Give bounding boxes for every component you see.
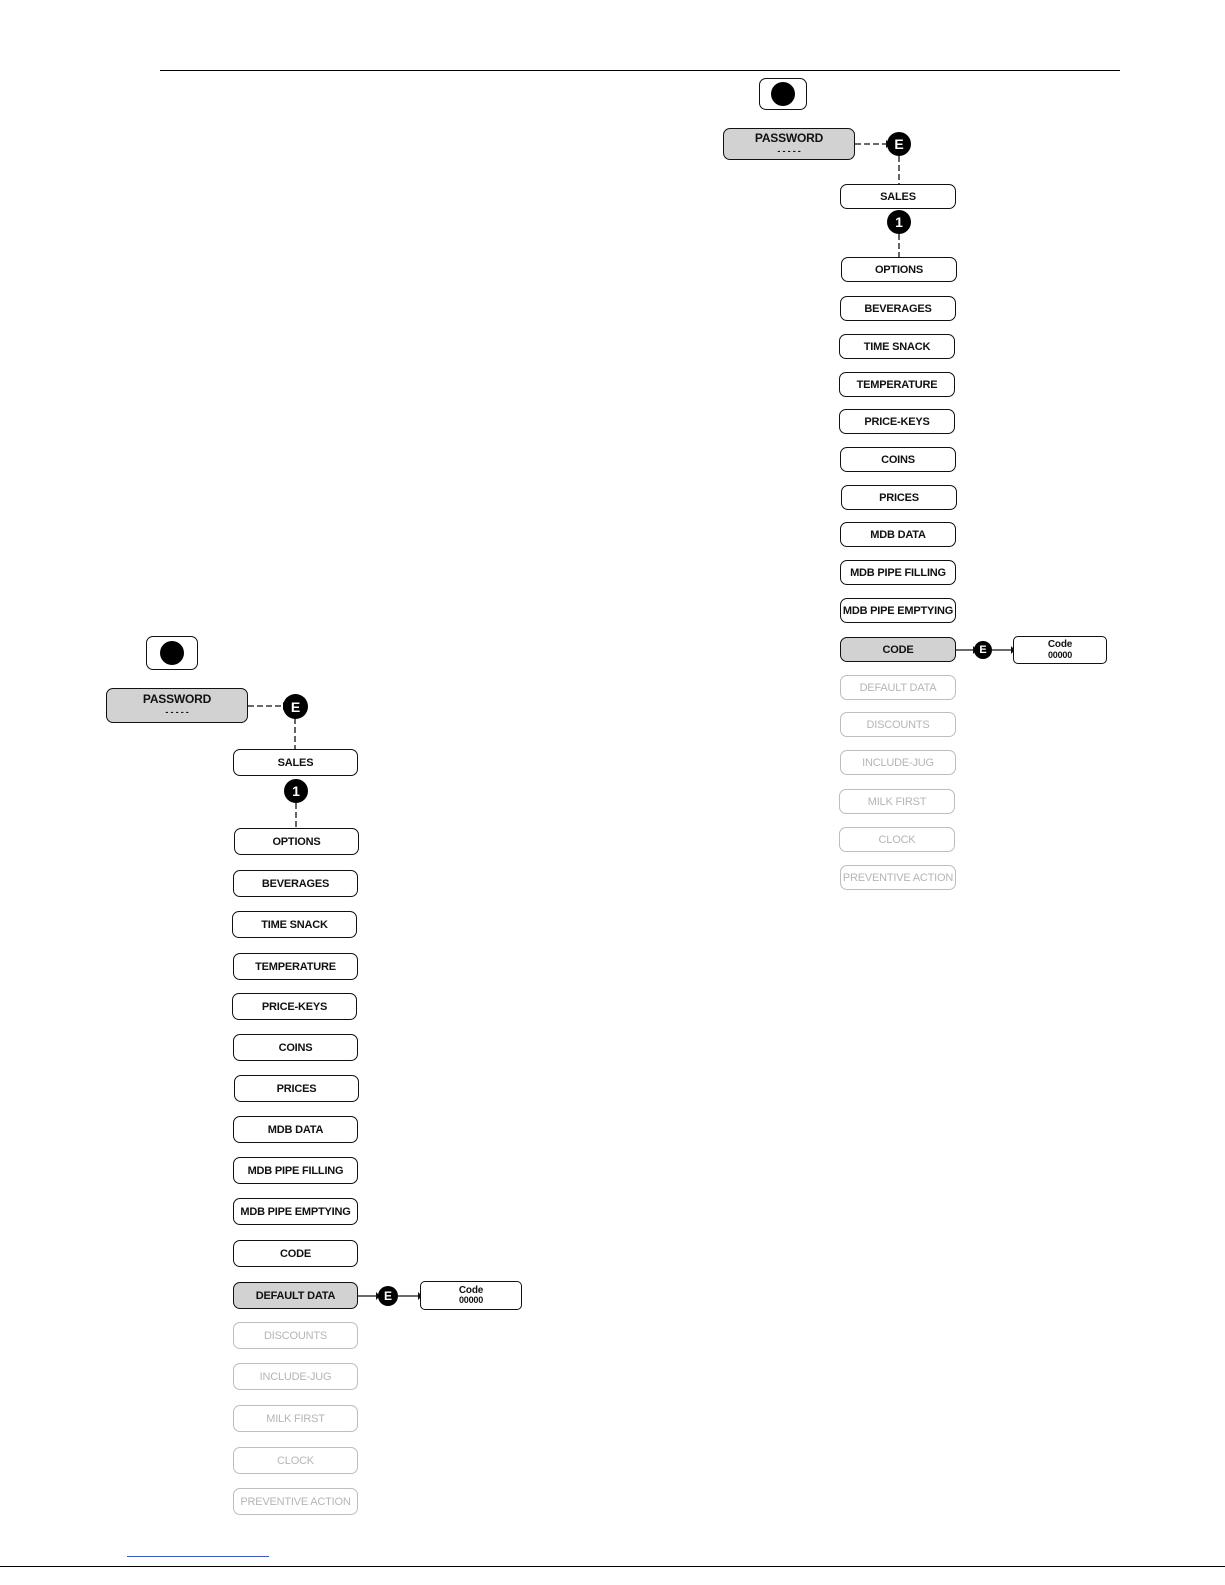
right-disabled-item: INCLUDE-JUG	[840, 750, 956, 775]
right-menu-item[interactable]: PRICE-KEYS	[839, 409, 955, 434]
right-menu-item[interactable]: BEVERAGES	[840, 296, 956, 321]
left-sales-item[interactable]: SALES	[233, 749, 358, 776]
left-default-enter-e-icon: E	[378, 1286, 398, 1306]
right-menu-item[interactable]: COINS	[840, 447, 956, 472]
left-password-box: PASSWORD - - - - -	[106, 688, 248, 723]
left-disabled-item: MILK FIRST	[233, 1405, 358, 1432]
top-rule	[160, 70, 1120, 71]
left-selected-item[interactable]: DEFAULT DATA	[233, 1282, 358, 1309]
left-disabled-item: DISCOUNTS	[233, 1322, 358, 1349]
code-label: Code	[1047, 639, 1073, 651]
password-label: PASSWORD	[754, 130, 824, 145]
right-sales-item[interactable]: SALES	[840, 184, 956, 209]
left-menu-item[interactable]: COINS	[233, 1034, 358, 1061]
code-value: 00000	[1047, 649, 1073, 660]
left-menu-item[interactable]: PRICE-KEYS	[232, 993, 357, 1020]
right-step-1-icon: 1	[887, 210, 911, 234]
password-label: PASSWORD	[142, 692, 212, 707]
right-disabled-item: PREVENTIVE ACTION	[840, 865, 956, 890]
code-label: Code	[458, 1284, 484, 1296]
footer-link-underline	[127, 1556, 269, 1557]
right-menu-item[interactable]: MDB PIPE FILLING	[840, 560, 956, 585]
right-menu-item[interactable]: PRICES	[841, 485, 957, 510]
left-step-1-icon: 1	[284, 779, 308, 803]
right-enter-e-icon: E	[887, 132, 911, 156]
right-disabled-item: DISCOUNTS	[840, 712, 956, 737]
left-menu-item[interactable]: PRICES	[234, 1075, 359, 1102]
right-menu-item[interactable]: MDB PIPE EMPTYING	[840, 598, 956, 623]
left-menu-item[interactable]: BEVERAGES	[233, 870, 358, 897]
right-password-box: PASSWORD - - - - -	[723, 128, 855, 160]
left-code-box: Code 00000	[420, 1281, 522, 1310]
left-disabled-item: PREVENTIVE ACTION	[233, 1488, 358, 1515]
button-dot-icon	[160, 641, 184, 665]
left-enter-e-icon: E	[283, 694, 308, 719]
left-menu-item[interactable]: MDB PIPE EMPTYING	[233, 1198, 358, 1225]
right-code-enter-e-icon: E	[974, 641, 992, 659]
right-disabled-item: MILK FIRST	[839, 789, 955, 814]
password-dots: - - - - -	[165, 707, 189, 718]
right-menu-item[interactable]: MDB DATA	[840, 522, 956, 547]
code-value: 00000	[458, 1295, 484, 1306]
left-menu-item[interactable]: TEMPERATURE	[233, 953, 358, 980]
right-menu-item[interactable]: OPTIONS	[841, 257, 957, 282]
left-disabled-item: CLOCK	[233, 1447, 358, 1474]
right-disabled-item: CLOCK	[839, 827, 955, 852]
bottom-rule	[0, 1566, 1225, 1567]
left-menu-item[interactable]: MDB DATA	[233, 1116, 358, 1143]
right-menu-item[interactable]: TEMPERATURE	[839, 372, 955, 397]
right-code-box: Code 00000	[1013, 636, 1107, 664]
right-selected-item[interactable]: CODE	[840, 637, 956, 662]
button-dot-icon	[771, 82, 795, 106]
left-menu-item[interactable]: MDB PIPE FILLING	[233, 1157, 358, 1184]
left-keypad-button[interactable]	[146, 636, 198, 670]
left-disabled-item: INCLUDE-JUG	[233, 1363, 358, 1390]
right-keypad-button[interactable]	[759, 78, 807, 110]
password-dots: - - - - -	[777, 145, 801, 156]
right-menu-item[interactable]: TIME SNACK	[839, 334, 955, 359]
left-menu-item[interactable]: TIME SNACK	[232, 911, 357, 938]
right-disabled-item: DEFAULT DATA	[840, 675, 956, 700]
left-menu-item[interactable]: CODE	[233, 1240, 358, 1267]
left-menu-item[interactable]: OPTIONS	[234, 828, 359, 855]
